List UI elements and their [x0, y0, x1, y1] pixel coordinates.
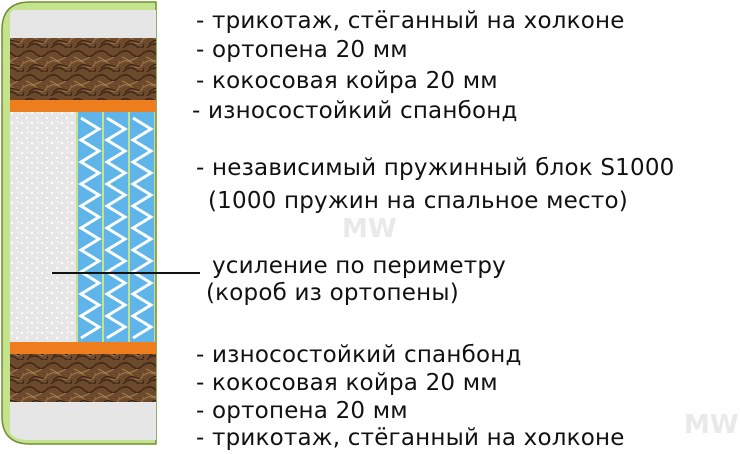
spring-zigzag — [104, 116, 128, 340]
bottom-coir-layer — [10, 354, 156, 402]
label-top-coir: - кокосовая койра 20 мм — [196, 68, 498, 94]
label-bottom-coir: - кокосовая койра 20 мм — [196, 370, 498, 396]
label-top-spunbond: - износостойкий спанбонд — [192, 98, 518, 124]
label-bottom-spunbond: - износостойкий спанбонд — [196, 342, 522, 368]
perimeter-foam — [10, 112, 76, 342]
top-coir-layer — [10, 38, 156, 100]
top-spunbond-layer — [10, 100, 156, 112]
watermark-center: MW — [342, 214, 397, 244]
spring-zigzag — [130, 116, 154, 340]
label-springs-2: (1000 пружин на спальное место) — [208, 188, 628, 214]
label-perimeter-2: (короб из ортопены) — [206, 280, 459, 306]
label-top-foam: - ортопена 20 мм — [196, 37, 408, 63]
label-bottom-foam: - ортопена 20 мм — [196, 398, 408, 424]
label-perimeter-1: усиление по периметру — [212, 253, 506, 279]
label-bottom-knit: - трикотаж, стёганный на холконе — [196, 425, 625, 451]
label-springs-1: - независимый пружинный блок S1000 — [196, 155, 675, 181]
bottom-spunbond-layer — [10, 342, 156, 354]
spring-block — [78, 112, 154, 342]
watermark-corner: MW — [684, 410, 739, 440]
label-top-knit: - трикотаж, стёганный на холконе — [196, 8, 625, 34]
spring-zigzag — [78, 116, 102, 340]
top-knit-layer — [10, 10, 156, 38]
bottom-knit-layer — [10, 402, 156, 440]
